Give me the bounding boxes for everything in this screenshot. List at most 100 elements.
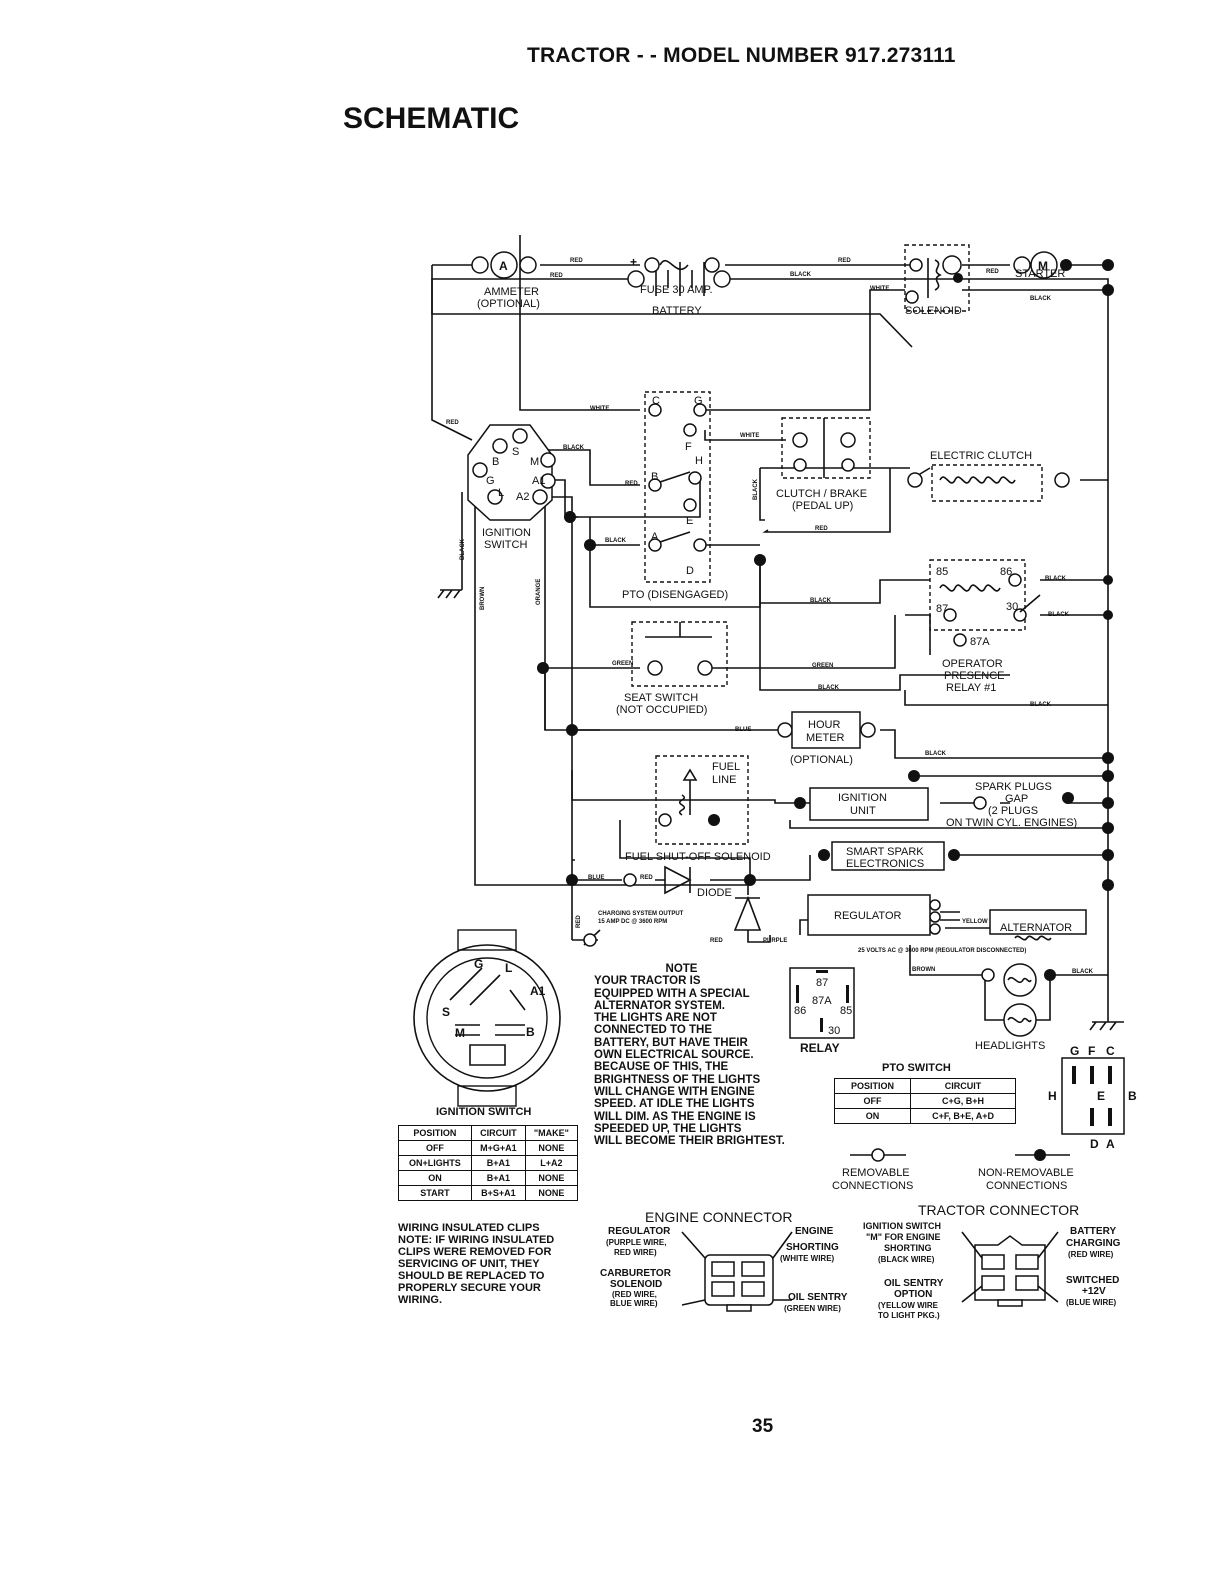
svg-text:ON TWIN CYL. ENGINES): ON TWIN CYL. ENGINES) — [946, 817, 1077, 829]
svg-text:B: B — [1128, 1089, 1137, 1103]
svg-text:(WHITE WIRE): (WHITE WIRE) — [780, 1254, 835, 1263]
ignition-switch-face: G L A1 S M B — [413, 929, 561, 1107]
svg-text:BROWN: BROWN — [912, 967, 935, 973]
relay-pinout: 87 87A 86 85 30 RELAY — [789, 967, 855, 1055]
svg-text:E: E — [686, 515, 693, 527]
note-line: NOTE: IF WIRING INSULATED — [398, 1234, 555, 1246]
svg-text:ELECTRIC CLUTCH: ELECTRIC CLUTCH — [930, 450, 1032, 462]
note-line: YOUR TRACTOR IS — [594, 975, 701, 988]
note-line: WILL BECOME THEIR BRIGHTEST. — [594, 1135, 785, 1148]
svg-text:TO LIGHT PKG.): TO LIGHT PKG.) — [878, 1311, 940, 1320]
svg-text:ALTERNATOR: ALTERNATOR — [1000, 922, 1072, 934]
svg-text:(OPTIONAL): (OPTIONAL) — [790, 754, 853, 766]
svg-text:A: A — [499, 259, 508, 273]
svg-text:M: M — [455, 1026, 465, 1040]
svg-text:FUEL SHUT-OFF SOLENOID: FUEL SHUT-OFF SOLENOID — [625, 851, 771, 863]
svg-text:SOLENOID: SOLENOID — [610, 1279, 662, 1290]
note-title: NOTE — [665, 963, 698, 975]
svg-text:A2: A2 — [516, 491, 529, 503]
table-row: POSITION CIRCUIT — [833, 1078, 1016, 1094]
svg-text:(PURPLE WIRE,: (PURPLE WIRE, — [606, 1238, 666, 1247]
svg-text:BLUE: BLUE — [735, 727, 751, 733]
svg-text:SPARK PLUGS: SPARK PLUGS — [975, 781, 1052, 793]
svg-text:CARBURETOR: CARBURETOR — [600, 1268, 672, 1279]
note-line: EQUIPPED WITH A SPECIAL — [594, 987, 750, 1000]
svg-text:BROWN: BROWN — [480, 587, 486, 610]
svg-text:A1: A1 — [530, 984, 546, 998]
svg-text:(BLUE WIRE): (BLUE WIRE) — [1066, 1298, 1117, 1307]
svg-text:RED: RED — [446, 420, 459, 426]
svg-text:RELAY #1: RELAY #1 — [946, 682, 996, 694]
svg-text:87A: 87A — [970, 636, 990, 648]
ammeter: A AMMETER (OPTIONAL) RED — [471, 251, 583, 310]
svg-text:87: 87 — [936, 603, 948, 615]
svg-text:(GREEN WIRE): (GREEN WIRE) — [784, 1304, 841, 1313]
svg-text:(YELLOW WIRE: (YELLOW WIRE — [878, 1301, 939, 1310]
svg-text:SWITCHED: SWITCHED — [1066, 1275, 1119, 1286]
svg-text:GREEN: GREEN — [612, 661, 633, 667]
wiring-note-title: WIRING INSULATED CLIPS — [398, 1222, 540, 1234]
svg-text:F: F — [685, 441, 692, 453]
tractor-connector: TRACTOR CONNECTOR IGNITION SWITCH "M" FO… — [863, 1202, 1121, 1320]
regulator: REGULATOR — [807, 894, 941, 936]
note-line: BRIGHTNESS OF THE LIGHTS — [594, 1073, 761, 1086]
svg-text:RED: RED — [838, 258, 851, 264]
alternator-note: NOTE YOUR TRACTOR IS EQUIPPED WITH A SPE… — [594, 963, 785, 1147]
svg-text:IGNITION SWITCH: IGNITION SWITCH — [863, 1221, 941, 1231]
svg-text:A: A — [651, 531, 659, 543]
svg-text:15 AMP DC @ 3600 RPM: 15 AMP DC @ 3600 RPM — [598, 919, 667, 925]
svg-text:S: S — [512, 446, 519, 458]
svg-text:ENGINE: ENGINE — [795, 1226, 834, 1237]
svg-text:METER: METER — [806, 732, 845, 744]
svg-text:(2 PLUGS: (2 PLUGS — [988, 805, 1038, 817]
svg-text:87A: 87A — [812, 995, 832, 1007]
svg-text:RED: RED — [640, 875, 653, 881]
svg-text:CONNECTIONS: CONNECTIONS — [832, 1180, 913, 1192]
svg-text:86: 86 — [794, 1005, 806, 1017]
svg-text:BLACK: BLACK — [818, 685, 840, 691]
table-row: START B+S+A1 NONE — [398, 1185, 579, 1201]
note-line: PROPERLY SECURE YOUR — [398, 1282, 541, 1294]
svg-text:87: 87 — [816, 977, 828, 989]
note-line: BECAUSE OF THIS, THE — [594, 1061, 729, 1074]
svg-text:FUSE 30 AMP.: FUSE 30 AMP. — [640, 284, 713, 296]
wires — [431, 235, 1124, 1031]
svg-text:LINE: LINE — [712, 774, 736, 786]
svg-text:BLACK: BLACK — [1030, 296, 1052, 302]
svg-text:UNIT: UNIT — [850, 805, 876, 817]
note-line: WILL DIM. AS THE ENGINE IS — [594, 1110, 756, 1123]
svg-text:HOUR: HOUR — [808, 719, 840, 731]
table-row: OFF C+G, B+H — [833, 1093, 1016, 1109]
svg-text:OPTION: OPTION — [894, 1289, 932, 1300]
note-line: WILL CHANGE WITH ENGINE — [594, 1085, 755, 1098]
svg-text:RED: RED — [710, 938, 723, 944]
svg-text:BLACK: BLACK — [605, 538, 627, 544]
svg-text:OPERATOR: OPERATOR — [942, 658, 1003, 670]
svg-text:FUEL: FUEL — [712, 761, 740, 773]
ignition-unit: IGNITION UNIT SPARK PLUGS GAP (2 PLUGS O… — [794, 770, 1077, 829]
svg-text:RED WIRE): RED WIRE) — [614, 1248, 657, 1257]
svg-text:(NOT OCCUPIED): (NOT OCCUPIED) — [616, 704, 707, 716]
note-line: SPEED. AT IDLE THE LIGHTS — [594, 1098, 755, 1111]
svg-text:E: E — [1097, 1089, 1105, 1103]
svg-text:PTO (DISENGAGED): PTO (DISENGAGED) — [622, 589, 728, 601]
svg-text:G: G — [486, 475, 495, 487]
pto-switch-table: POSITION CIRCUIT OFF C+G, B+H ON C+F, B+… — [833, 1078, 1016, 1124]
svg-text:AMMETER: AMMETER — [484, 286, 539, 298]
svg-text:REGULATOR: REGULATOR — [834, 910, 901, 922]
svg-text:BLACK: BLACK — [1048, 612, 1070, 618]
svg-text:L: L — [498, 487, 504, 499]
svg-text:BATTERY: BATTERY — [1070, 1226, 1116, 1237]
svg-text:F: F — [1088, 1044, 1095, 1058]
svg-text:CLUTCH / BRAKE: CLUTCH / BRAKE — [776, 488, 867, 500]
svg-text:WHITE: WHITE — [740, 433, 759, 439]
svg-text:NON-REMOVABLE: NON-REMOVABLE — [978, 1167, 1074, 1179]
svg-text:(BLACK WIRE): (BLACK WIRE) — [878, 1255, 935, 1264]
svg-text:BLACK: BLACK — [1030, 702, 1052, 708]
seat-switch: SEAT SWITCH (NOT OCCUPIED) GREEN GREEN B… — [612, 621, 840, 716]
svg-text:RED: RED — [570, 258, 583, 264]
svg-text:B: B — [526, 1025, 535, 1039]
svg-text:C: C — [1106, 1044, 1115, 1058]
